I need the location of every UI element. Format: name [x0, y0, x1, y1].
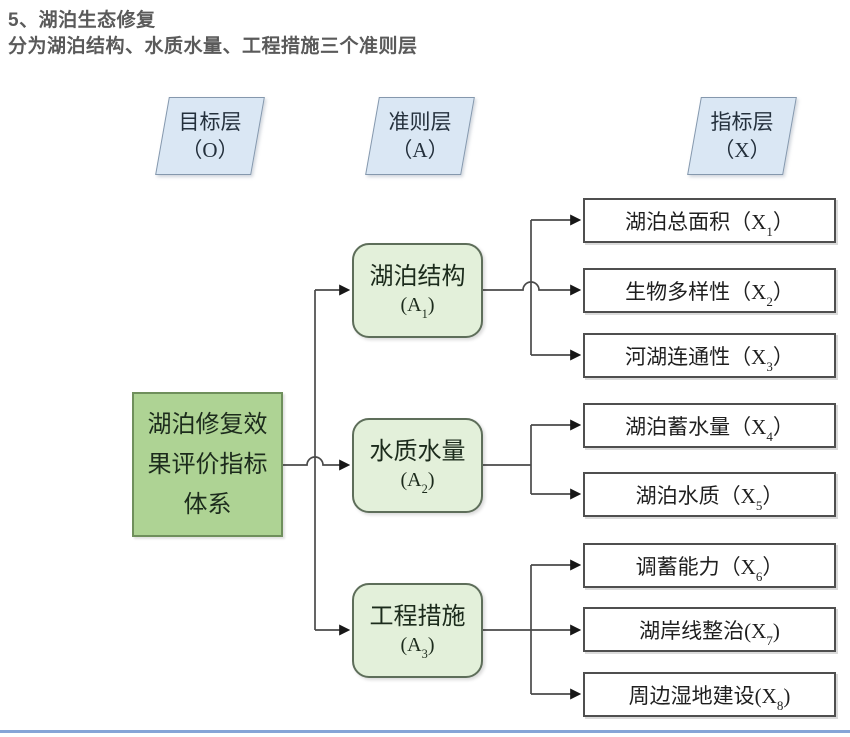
goal-box: 湖泊修复效 果评价指标 体系	[132, 392, 283, 537]
indicator-x3-label: 河湖连通性（X3）	[625, 344, 794, 374]
layer-header-indicator-code: （X）	[713, 138, 771, 162]
criteria-box-a3: 工程措施 (A3)	[352, 583, 483, 678]
indicator-box-x5: 湖泊水质（X5）	[583, 472, 836, 517]
criteria-a3-code: (A3)	[400, 633, 435, 661]
goal-to-criteria-connectors	[283, 284, 351, 636]
criteria1-to-indicators-connectors	[483, 214, 582, 361]
layer-header-criteria-label: 准则层	[388, 109, 452, 134]
indicator-x5-label: 湖泊水质（X5）	[635, 483, 784, 513]
bottom-divider	[0, 730, 850, 733]
criteria-a1-code: (A1)	[400, 293, 435, 321]
page-subtitle: 分为湖泊结构、水质水量、工程措施三个准则层	[8, 36, 418, 57]
indicator-x7-label: 湖岸线整治(X7)	[639, 618, 780, 648]
goal-box-label: 湖泊修复效 果评价指标 体系	[147, 411, 268, 518]
indicator-box-x1: 湖泊总面积（X1）	[583, 198, 836, 243]
layer-header-goal-code: （O）	[181, 138, 239, 162]
indicator-box-x3: 河湖连通性（X3）	[583, 333, 836, 378]
indicator-x4-label: 湖泊蓄水量（X4）	[625, 414, 794, 444]
page-title: 5、湖泊生态修复	[8, 10, 156, 31]
indicator-x6-label: 调蓄能力（X6）	[635, 554, 784, 584]
indicator-box-x2: 生物多样性（X2）	[583, 268, 836, 313]
indicator-box-x6: 调蓄能力（X6）	[583, 543, 836, 588]
layer-header-goal: 目标层 （O）	[162, 97, 258, 175]
layer-header-criteria: 准则层 （A）	[372, 97, 468, 175]
criteria-box-a2: 水质水量 (A2)	[352, 418, 483, 513]
indicator-x8-label: 周边湿地建设(X8)	[628, 683, 791, 713]
criteria-a2-code: (A2)	[400, 468, 435, 496]
layer-header-indicator: 指标层 （X）	[694, 97, 790, 175]
indicator-box-x4: 湖泊蓄水量（X4）	[583, 403, 836, 448]
indicator-x1-label: 湖泊总面积（X1）	[625, 209, 794, 239]
criteria-box-a1: 湖泊结构 (A1)	[352, 243, 483, 338]
criteria2-to-indicators-connectors	[483, 419, 582, 500]
criteria-a1-label: 湖泊结构	[369, 264, 466, 291]
criteria-a2-label: 水质水量	[369, 439, 466, 466]
criteria3-to-indicators-connectors	[483, 559, 582, 700]
layer-header-indicator-label: 指标层	[710, 109, 774, 134]
indicator-x2-label: 生物多样性（X2）	[625, 279, 794, 309]
criteria-a3-label: 工程措施	[369, 604, 466, 631]
layer-header-goal-label: 目标层	[178, 109, 242, 134]
indicator-box-x7: 湖岸线整治(X7)	[583, 607, 836, 652]
indicator-box-x8: 周边湿地建设(X8)	[583, 672, 836, 717]
layer-header-criteria-code: （A）	[391, 138, 449, 162]
